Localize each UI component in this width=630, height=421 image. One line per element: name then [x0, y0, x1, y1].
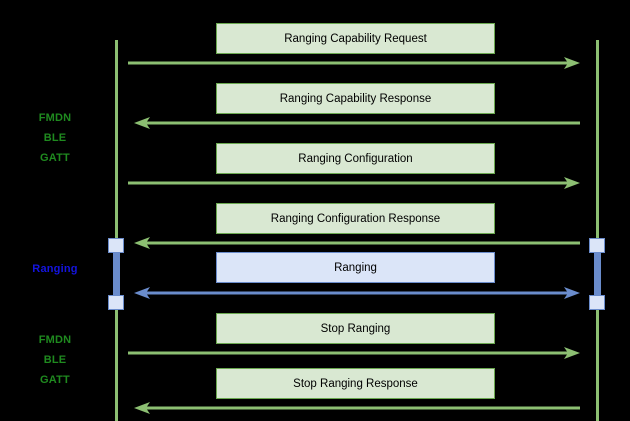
lifeline-left: [115, 40, 118, 421]
activation-start-marker-left: [108, 238, 124, 253]
activation-end-marker-left: [108, 295, 124, 310]
activation-bar-right: [594, 248, 601, 300]
message-arrow-ranging-bidirectional: [134, 286, 580, 300]
message-arrow-stop-ranging: [128, 346, 580, 360]
phase-label-ranging: Ranging: [32, 263, 78, 275]
message-box-ranging-configuration: Ranging Configuration: [216, 143, 495, 174]
lifeline-right: [596, 40, 599, 421]
activation-bar-left: [113, 248, 120, 300]
phase-label-fmdn-ble-gatt-top: FMDN BLE GATT: [38, 112, 72, 164]
message-arrow-ranging-configuration: [128, 176, 580, 190]
message-box-stop-ranging-response: Stop Ranging Response: [216, 368, 495, 399]
phase-label-fmdn-ble-gatt-bottom: FMDN BLE GATT: [38, 334, 72, 386]
message-arrow-ranging-capability-request: [128, 56, 580, 70]
message-box-ranging: Ranging: [216, 252, 495, 283]
message-box-ranging-configuration-response: Ranging Configuration Response: [216, 203, 495, 234]
message-arrow-stop-ranging-response: [134, 401, 580, 415]
activation-end-marker-right: [589, 295, 605, 310]
message-box-ranging-capability-request: Ranging Capability Request: [216, 23, 495, 54]
message-box-stop-ranging: Stop Ranging: [216, 313, 495, 344]
message-arrow-ranging-capability-response: [134, 116, 580, 130]
message-arrow-ranging-configuration-response: [134, 236, 580, 250]
activation-start-marker-right: [589, 238, 605, 253]
message-box-ranging-capability-response: Ranging Capability Response: [216, 83, 495, 114]
